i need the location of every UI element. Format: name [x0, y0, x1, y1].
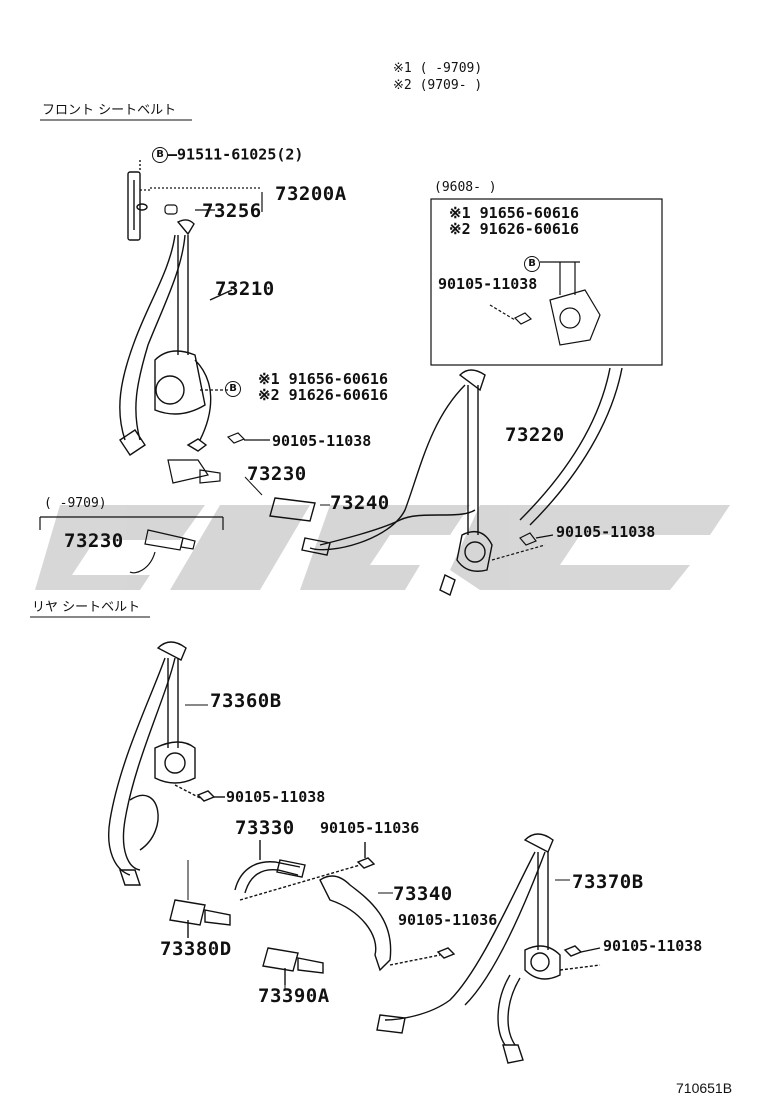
retractor-bolt-2-number: 91626-60616: [288, 386, 388, 404]
label-inset-range: (9608- ): [434, 180, 497, 195]
label-inset-bolt-1: ※1 91656-60616: [449, 206, 579, 221]
section-rear-title: リヤ シートベルト: [32, 600, 141, 615]
note-2-mark: ※2: [393, 78, 412, 93]
label-rear-bolt-left: 90105-11038: [226, 788, 326, 806]
label-rear-belt-right: 73370B: [572, 871, 644, 893]
label-variant-buckle: 73230: [64, 530, 124, 552]
label-cover: 73256: [202, 200, 262, 222]
label-rear-bolt-right: 90105-11038: [603, 937, 703, 955]
watermark-logo: [35, 505, 730, 590]
bolt-top-number: 91511-61025(2): [177, 145, 304, 164]
label-buckle: 73230: [247, 463, 307, 485]
label-retractor-bolt-2: ※2 91626-60616: [258, 388, 388, 403]
note-1-mark: ※1: [393, 61, 412, 76]
label-rear-center-belt: 73330: [235, 817, 295, 839]
note-2: ※2 (9709- ): [393, 79, 482, 92]
inset-bolt-1-mark: ※1: [449, 204, 471, 222]
rear-center-parts: [169, 840, 456, 985]
variant-box: [39, 516, 224, 574]
label-variant-range: ( -9709): [44, 496, 107, 511]
rear-left-belt: [108, 641, 225, 886]
label-bolt-inner: 90105-11038: [556, 523, 656, 541]
note-1-range: ( -9709): [419, 61, 483, 76]
label-rear-belt-left: 73360B: [210, 690, 282, 712]
inset-box: [430, 198, 663, 366]
rear-right-belt: [376, 833, 601, 1064]
label-rear-buckle-1: 73380D: [160, 938, 232, 960]
inset-bolt-2-mark: ※2: [449, 220, 471, 238]
label-belt-outer: 73210: [215, 278, 275, 300]
note-2-range: (9709- ): [419, 78, 483, 93]
label-bolt-lower: 90105-11038: [272, 432, 372, 450]
inset-bolt-2-number: 91626-60616: [479, 220, 579, 238]
retractor-bolt-1-number: 91656-60616: [288, 370, 388, 388]
label-buckle-inner: 73240: [330, 492, 390, 514]
inset-bolt-1-number: 91656-60616: [479, 204, 579, 222]
label-bolt-top: B—91511-61025(2): [152, 147, 303, 163]
front-outer-belt: [119, 234, 233, 456]
label-rear-buckle-2: 73390A: [258, 985, 330, 1007]
front-inner-belt: [269, 367, 623, 596]
section-front-title: フロント シートベルト: [42, 103, 177, 118]
anchor-bracket: [127, 160, 195, 241]
label-rear-center-belt-2: 73340: [393, 883, 453, 905]
label-rear-bolt-center: 90105-11036: [320, 819, 420, 837]
label-inset-bolt-2: ※2 91626-60616: [449, 222, 579, 237]
label-inset-bolt-3: 90105-11038: [438, 275, 538, 293]
retractor-bolt-1-mark: ※1: [258, 370, 280, 388]
label-anchor-set: 73200A: [275, 183, 347, 205]
b-mark-icon: B: [225, 380, 241, 397]
note-1: ※1 ( -9709): [393, 62, 482, 75]
label-rear-bolt-center-2: 90105-11036: [398, 911, 498, 929]
label-retractor-bolt-1: ※1 91656-60616: [258, 372, 388, 387]
label-belt-inner: 73220: [505, 424, 565, 446]
diagram-id: 710651B: [676, 1080, 733, 1096]
b-mark-icon: B: [152, 147, 168, 163]
label-retractor-b-mark: B: [225, 380, 241, 397]
retractor-bolt-2-mark: ※2: [258, 386, 280, 404]
b-mark-icon: B: [524, 255, 540, 272]
label-inset-b-mark: B: [524, 255, 540, 272]
